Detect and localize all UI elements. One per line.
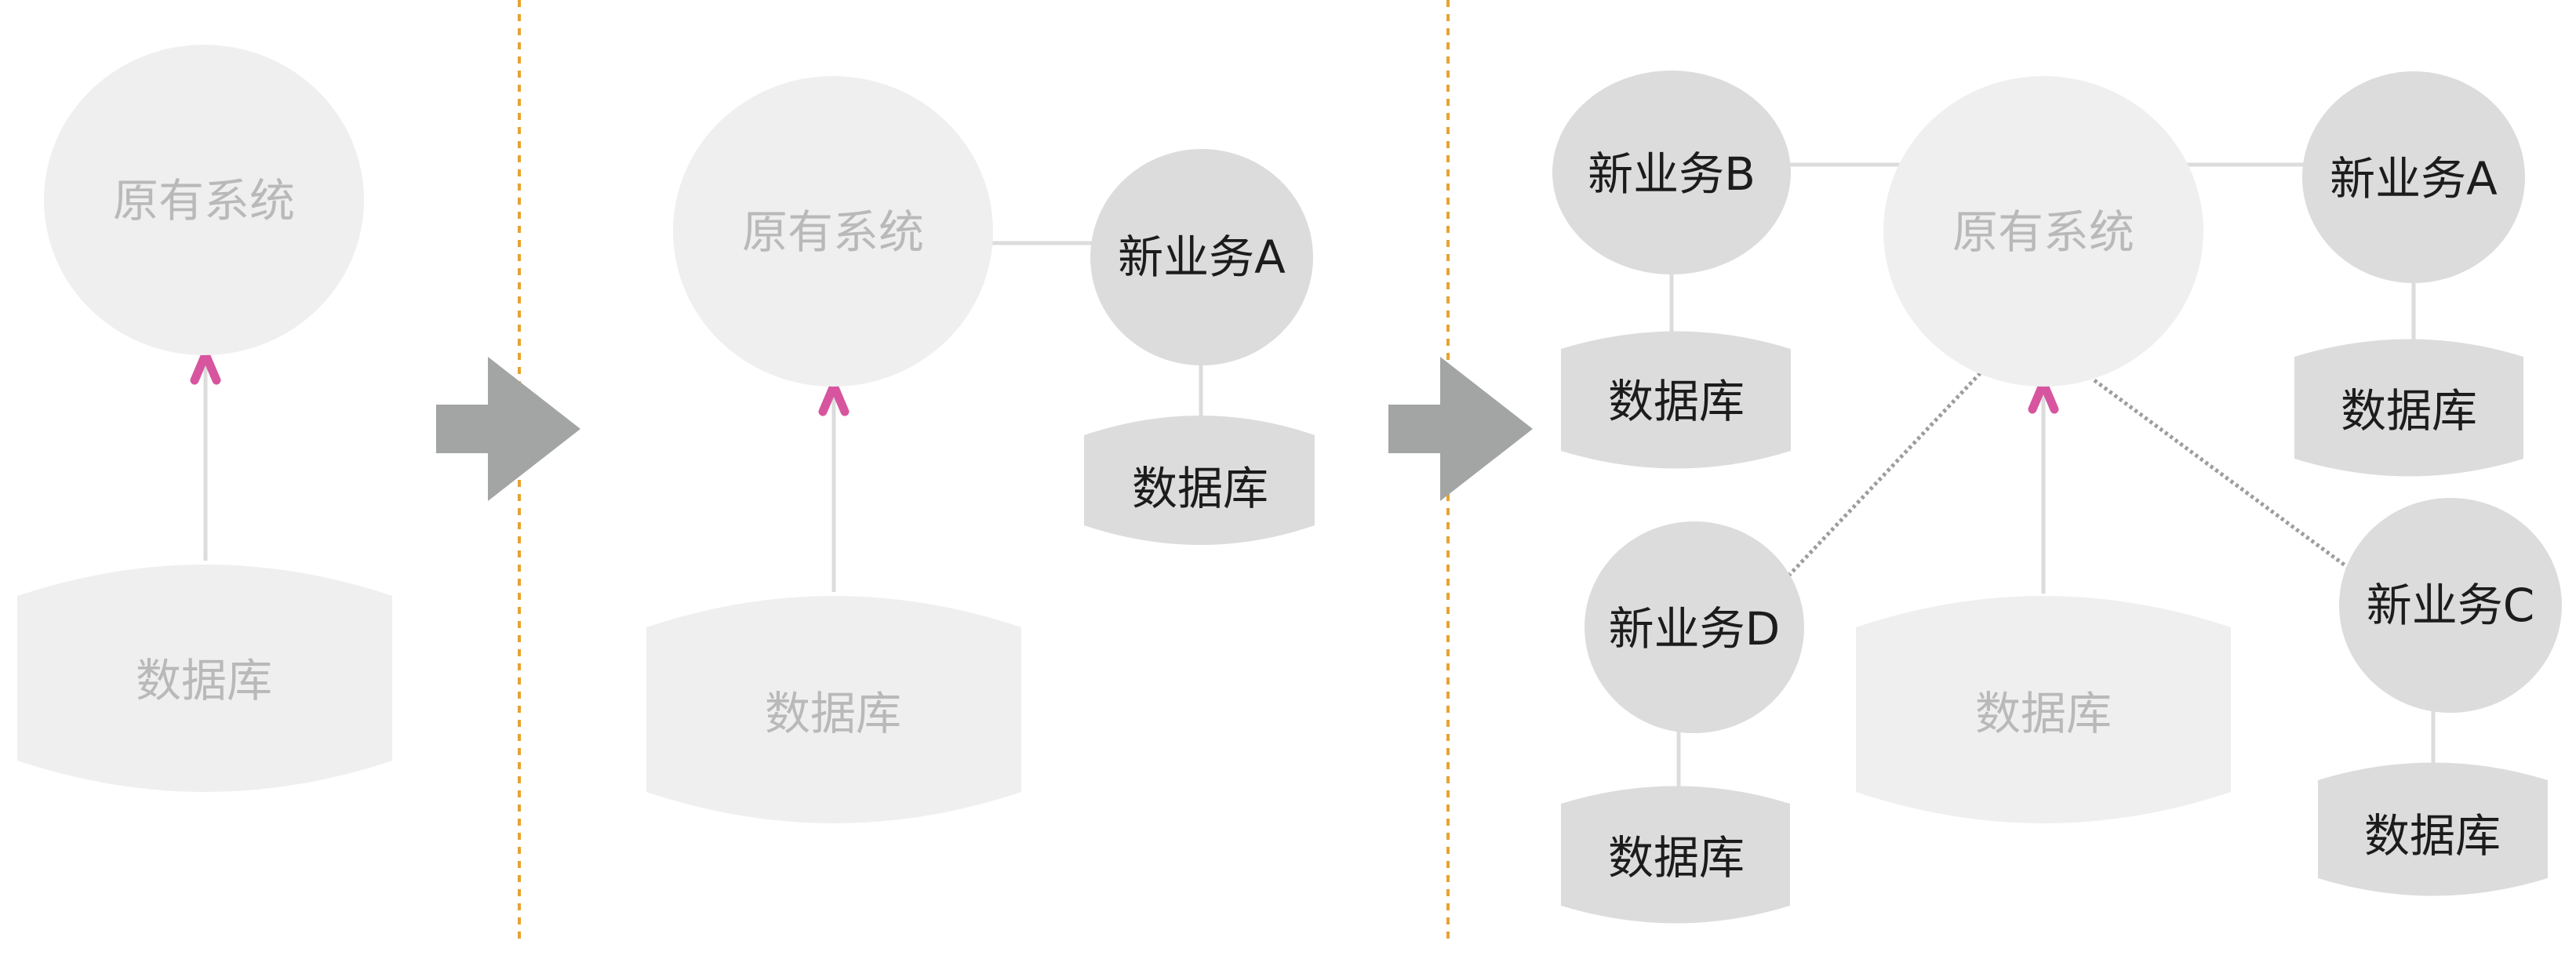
system-to-service-d-dotted-connector (1779, 367, 1986, 586)
service-d-database: 数据库 (1561, 786, 1790, 924)
service-b-database-label: 数据库 (1608, 375, 1745, 428)
stage-1: 原有系统 数据库 (17, 45, 392, 792)
new-service-c-node (2339, 498, 2562, 713)
service-c-database: 数据库 (2318, 762, 2548, 896)
new-service-node: 新业务C (2339, 498, 2562, 713)
legacy-system-node (1883, 76, 2203, 387)
new-service-node: 新业务A (2302, 71, 2525, 283)
new-service-d-node (1585, 521, 1804, 733)
legacy-database-label: 数据库 (136, 654, 272, 707)
right-arrow-icon (1388, 357, 1533, 501)
new-service-b-label: 新业务B (1588, 147, 1756, 201)
service-b-database: 数据库 (1561, 331, 1791, 469)
new-service-a-node (1090, 149, 1313, 365)
service-b-database-cylinder (1561, 331, 1791, 469)
stage-2: 原有系统 新业务A 数据库 数据库 (646, 76, 1315, 823)
service-c-database-cylinder (2318, 762, 2548, 896)
system-to-service-c-dotted-connector (2093, 378, 2351, 571)
new-service-c-label: 新业务C (2367, 579, 2535, 632)
new-service-b-node (1552, 71, 1791, 274)
right-arrow-icon (436, 357, 580, 501)
new-service-node: 新业务A (1090, 149, 1313, 365)
service-c-database-label: 数据库 (2364, 809, 2501, 863)
service-a-database-cylinder (2294, 339, 2523, 477)
new-service-a-label: 新业务A (1118, 231, 1286, 284)
legacy-database-label: 数据库 (1975, 687, 2112, 740)
legacy-database: 数据库 (1856, 596, 2231, 823)
new-service-node: 新业务D (1585, 521, 1804, 733)
legacy-database-cylinder (646, 596, 1021, 823)
service-a-database-cylinder (1084, 416, 1315, 545)
service-a-database: 数据库 (1084, 416, 1315, 545)
legacy-database: 数据库 (17, 565, 392, 792)
new-service-a-node (2302, 71, 2525, 283)
legacy-database: 数据库 (646, 596, 1021, 823)
new-service-d-label: 新业务D (1609, 602, 1781, 656)
legacy-system-node (44, 45, 364, 355)
service-a-database-label: 数据库 (2341, 384, 2477, 438)
legacy-system-label: 原有系统 (113, 174, 295, 227)
new-service-a-label: 新业务A (2330, 152, 2498, 205)
service-d-database-cylinder (1561, 786, 1790, 924)
legacy-database-cylinder (17, 565, 392, 792)
service-a-database-label: 数据库 (1132, 462, 1268, 515)
service-a-database: 数据库 (2294, 339, 2523, 477)
legacy-system-label: 原有系统 (1952, 205, 2134, 259)
legacy-database-cylinder (1856, 596, 2231, 823)
legacy-database-label: 数据库 (765, 687, 901, 740)
legacy-system-node (673, 76, 993, 387)
new-service-node: 新业务B (1552, 71, 1791, 274)
legacy-system-label: 原有系统 (742, 205, 924, 259)
stage-3: 原有系统 数据库 新业务B 数据库 新业务A 数据库 新业务D (1552, 71, 2562, 924)
service-d-database-label: 数据库 (1608, 831, 1745, 884)
